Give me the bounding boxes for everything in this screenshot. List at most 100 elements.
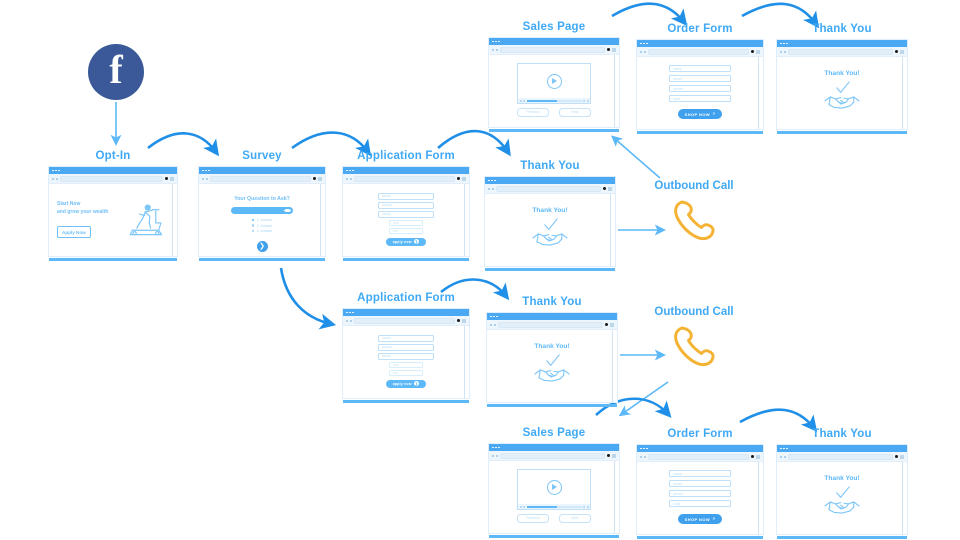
card-field[interactable]: card <box>669 500 731 507</box>
apply-now-button[interactable]: apply now ❯ <box>386 237 426 246</box>
scrollbar[interactable] <box>758 462 763 534</box>
video-progress-bar[interactable] <box>526 99 582 102</box>
pause-small-icon[interactable] <box>523 99 525 102</box>
video-progress-bar[interactable] <box>526 505 582 508</box>
phone-field[interactable]: phone <box>669 85 731 92</box>
browser-addressbar[interactable] <box>343 174 469 184</box>
menu-bars-icon[interactable] <box>756 454 760 459</box>
name-field[interactable]: name <box>378 193 434 200</box>
email-field[interactable]: email <box>669 480 731 487</box>
node-outbound-call-top[interactable]: Outbound Call <box>640 180 748 244</box>
email-field[interactable]: email <box>669 75 731 82</box>
url-field[interactable] <box>354 317 455 324</box>
menu-dot-icon[interactable] <box>606 453 610 458</box>
video-controls[interactable] <box>518 504 590 509</box>
previous-button[interactable]: Previous <box>517 514 549 523</box>
email-field[interactable]: email <box>378 211 434 218</box>
browser-addressbar[interactable] <box>49 174 177 184</box>
menu-bars-icon[interactable] <box>610 322 614 327</box>
fullscreen-icon[interactable] <box>586 505 589 508</box>
radio-icon[interactable] <box>251 218 255 222</box>
url-field[interactable] <box>498 321 603 328</box>
extra-field-2[interactable]: sex <box>389 370 423 376</box>
menu-bars-icon[interactable] <box>612 47 616 52</box>
url-field[interactable] <box>60 175 163 182</box>
next-button[interactable]: Next <box>559 108 591 117</box>
video-player[interactable] <box>517 469 591 510</box>
scrollbar[interactable] <box>464 184 469 256</box>
node-thankyou-bottom[interactable]: Thank You Thank You! <box>486 296 618 407</box>
survey-option[interactable]: 1. Answer <box>251 218 272 222</box>
video-player[interactable] <box>517 63 591 104</box>
browser-addressbar[interactable] <box>199 174 325 184</box>
node-sales-page-bottom[interactable]: Sales Page <box>488 427 620 538</box>
next-button[interactable]: Next <box>559 514 591 523</box>
menu-bars-icon[interactable] <box>462 176 466 181</box>
browser-addressbar[interactable] <box>489 45 619 55</box>
extra-field-2[interactable]: sex <box>389 228 423 234</box>
radio-icon[interactable] <box>251 229 255 233</box>
scrollbar[interactable] <box>172 184 177 256</box>
volume-icon[interactable] <box>583 99 585 102</box>
menu-dot-icon[interactable] <box>894 454 898 459</box>
name-field[interactable]: name <box>669 65 731 72</box>
node-sales-page-top[interactable]: Sales Page <box>488 21 620 132</box>
scrollbar[interactable] <box>614 55 619 127</box>
browser-addressbar[interactable] <box>489 451 619 461</box>
url-field[interactable] <box>648 48 749 55</box>
url-field[interactable] <box>648 453 749 460</box>
previous-button[interactable]: Previous <box>517 108 549 117</box>
node-thankyou-top[interactable]: Thank You Thank You! <box>484 160 616 271</box>
browser-addressbar[interactable] <box>485 184 615 194</box>
video-controls[interactable] <box>518 98 590 103</box>
chevron-right-icon[interactable]: ❯ <box>256 241 268 253</box>
browser-addressbar[interactable] <box>637 47 763 57</box>
survey-option[interactable]: 2. Answer <box>251 224 272 228</box>
name-field[interactable]: name <box>378 335 434 342</box>
scrollbar[interactable] <box>902 462 907 534</box>
menu-dot-icon[interactable] <box>750 454 754 459</box>
node-application-form-bottom[interactable]: Application Form name phone email post s… <box>342 292 470 403</box>
email-field[interactable]: email <box>378 353 434 360</box>
menu-bars-icon[interactable] <box>612 453 616 458</box>
menu-dot-icon[interactable] <box>604 322 608 327</box>
play-button-icon[interactable] <box>546 73 562 89</box>
extra-field-1[interactable]: post <box>389 220 423 226</box>
node-thankyou-bottom-right[interactable]: Thank You Thank You! <box>776 428 908 539</box>
menu-dot-icon[interactable] <box>894 49 898 54</box>
scrollbar[interactable] <box>320 184 325 256</box>
menu-bars-icon[interactable] <box>318 176 322 181</box>
pause-small-icon[interactable] <box>523 505 525 508</box>
scrollbar[interactable] <box>902 57 907 129</box>
url-field[interactable] <box>788 48 893 55</box>
volume-icon[interactable] <box>583 505 585 508</box>
node-outbound-call-bottom[interactable]: Outbound Call <box>640 306 748 370</box>
shop-now-button[interactable]: SHOP NOW » <box>677 109 723 119</box>
browser-addressbar[interactable] <box>637 452 763 462</box>
menu-dot-icon[interactable] <box>602 186 606 191</box>
url-field[interactable] <box>210 175 311 182</box>
scrollbar[interactable] <box>464 326 469 398</box>
menu-bars-icon[interactable] <box>900 454 904 459</box>
url-field[interactable] <box>500 452 605 459</box>
extra-field-1[interactable]: post <box>389 362 423 368</box>
play-small-icon[interactable] <box>519 99 522 102</box>
menu-dot-icon[interactable] <box>606 47 610 52</box>
menu-dot-icon[interactable] <box>456 176 460 181</box>
menu-bars-icon[interactable] <box>608 186 612 191</box>
phone-field[interactable]: phone <box>378 344 434 351</box>
url-field[interactable] <box>496 185 601 192</box>
play-small-icon[interactable] <box>519 505 522 508</box>
survey-option[interactable]: 3. Answer <box>251 229 272 233</box>
menu-dot-icon[interactable] <box>312 176 316 181</box>
phone-field[interactable]: phone <box>378 202 434 209</box>
survey-options[interactable]: 1. Answer 2. Answer 3. Answer <box>251 218 272 235</box>
scrollbar[interactable] <box>614 461 619 533</box>
node-thankyou-top-right[interactable]: Thank You Thank You! <box>776 23 908 134</box>
node-survey[interactable]: Survey Your Question to Ask? 1. Answer <box>198 150 326 261</box>
node-order-form-top[interactable]: Order Form name email phone card SHOP NO… <box>636 23 764 134</box>
url-field[interactable] <box>500 46 605 53</box>
url-field[interactable] <box>788 453 893 460</box>
apply-now-button[interactable]: Apply Now <box>57 226 91 239</box>
radio-icon[interactable] <box>251 224 255 227</box>
